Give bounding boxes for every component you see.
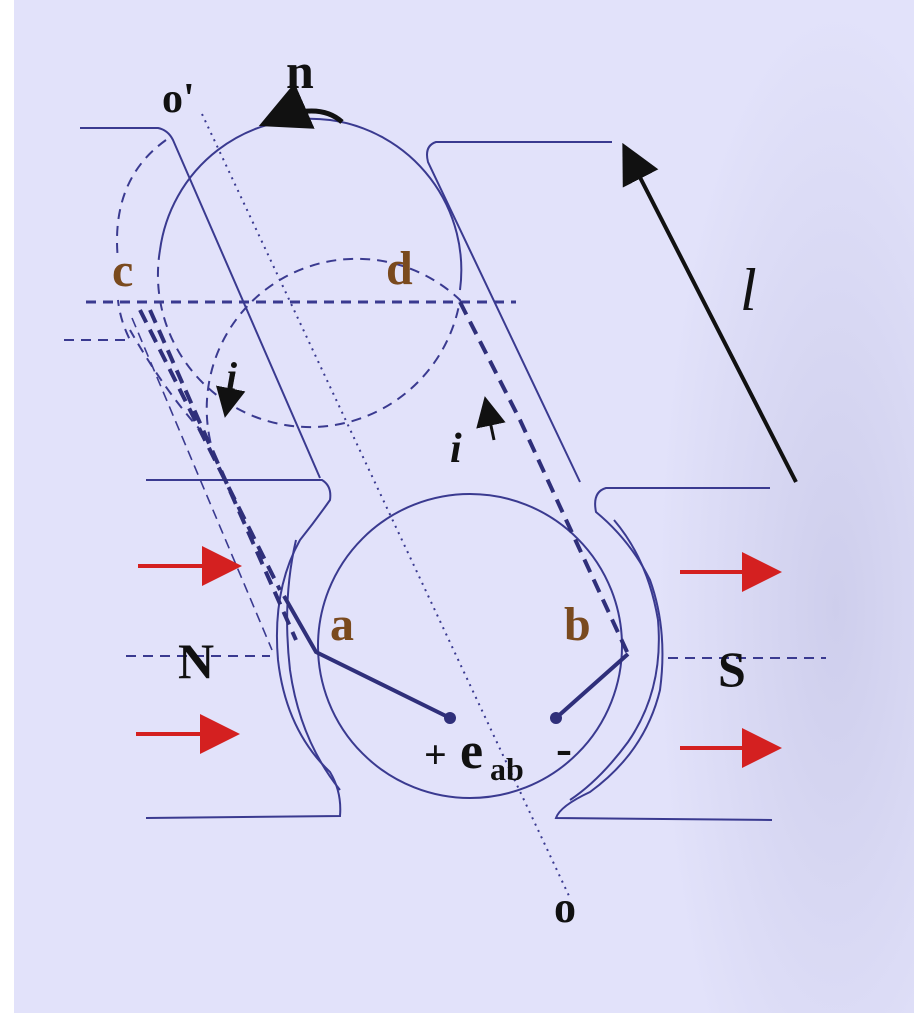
label-minus: -: [556, 722, 572, 775]
label-e: e: [460, 723, 483, 780]
length-arrow: [622, 142, 798, 483]
label-N: N: [178, 633, 214, 689]
front-south-pole-inner: [569, 519, 660, 801]
rear-left-stub: [64, 299, 132, 341]
label-plus: +: [424, 732, 447, 777]
background-texture: [654, 0, 914, 1013]
rear-armature-arc: [159, 117, 463, 291]
rotation-arrow: [258, 83, 344, 129]
label-o: o: [554, 883, 576, 932]
rotation-axis: [201, 113, 571, 899]
conductor-a-lead: [282, 595, 451, 720]
terminal-a-dot: [444, 712, 456, 724]
rear-armature-hidden-arc: [129, 249, 462, 444]
label-i-right: i: [450, 426, 462, 472]
conductor-c-thin: [131, 317, 273, 651]
diagram-background: [14, 0, 914, 1013]
label-d: d: [386, 242, 413, 295]
rear-pole-hidden-arc: [116, 139, 167, 261]
label-S: S: [718, 641, 746, 697]
label-l: l: [740, 257, 757, 323]
label-n: n: [286, 43, 314, 99]
front-armature-circle: [317, 493, 623, 799]
conductor-d-to-b: [458, 301, 630, 655]
current-arrow-right: [476, 396, 506, 441]
current-arrow-left: [215, 371, 246, 418]
terminal-b-dot: [550, 712, 562, 724]
label-e-subscript: ab: [490, 751, 524, 787]
conductor-c-to-a-2: [148, 309, 298, 641]
label-c: c: [112, 244, 133, 297]
conductor-b-lead: [554, 652, 630, 720]
conductor-c-to-a-1: [138, 309, 282, 591]
label-o-prime: o': [162, 76, 195, 122]
label-a: a: [330, 598, 354, 651]
front-south-pole-outline: [554, 487, 773, 821]
rear-north-pole-outline: [80, 127, 321, 479]
label-i-left: i: [226, 354, 237, 399]
front-north-pole-outline: [145, 479, 342, 819]
rear-south-pole-outline: [426, 141, 612, 483]
label-b: b: [564, 598, 591, 651]
front-north-pole-inner: [286, 539, 341, 791]
